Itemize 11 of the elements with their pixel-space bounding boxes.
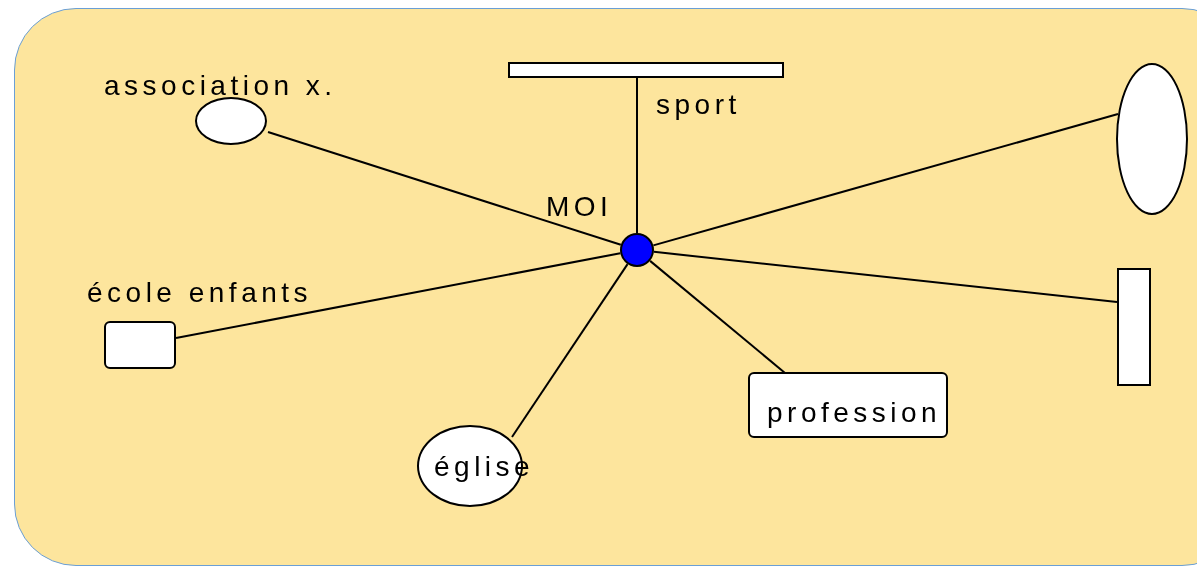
node-label: MOI [546,193,613,221]
node-label: association x. [104,72,337,100]
connector-line [511,263,629,438]
node-label: profession [767,399,942,427]
connector-line [649,259,786,374]
node-label: école enfants [87,279,313,307]
connector-line [652,250,1118,303]
connector-line [175,252,622,339]
connector-line [267,131,622,246]
connector-line [636,77,638,234]
node-label: sport [656,91,741,119]
